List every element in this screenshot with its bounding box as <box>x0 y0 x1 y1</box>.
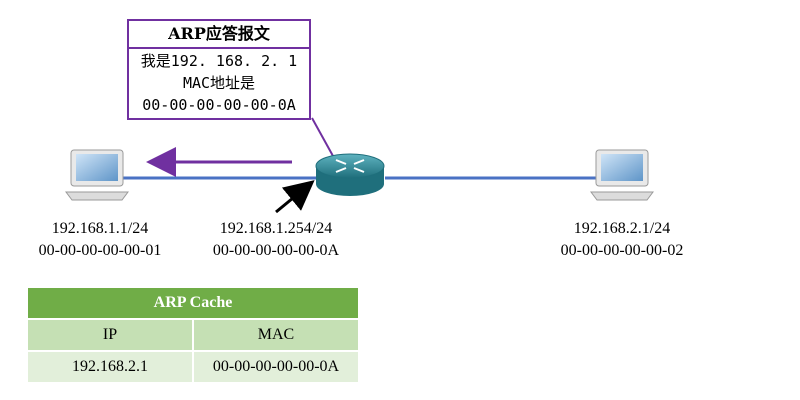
left-pc-icon <box>65 149 129 201</box>
arp-cache-cell-mac: 00-00-00-00-00-0A <box>193 351 358 382</box>
router-ip: 192.168.1.254/24 <box>219 220 333 237</box>
arp-reply-callout: ARP应答报文 我是192. 168. 2. 1 MAC地址是 00-00-00… <box>127 19 311 120</box>
left-host-mac: 00-00-00-00-00-01 <box>38 242 162 259</box>
left-host-ip: 192.168.1.1/24 <box>51 220 149 237</box>
arp-cache-table: ARP Cache IP MAC 192.168.2.1 00-00-00-00… <box>28 288 358 382</box>
router-icon <box>315 153 385 196</box>
router-label: 192.168.1.254/24 00-00-00-00-00-0A <box>200 218 352 262</box>
callout-line-3: 00-00-00-00-00-0A <box>142 96 296 114</box>
callout-connector <box>311 117 334 157</box>
pointer-arrow-icon <box>275 180 315 214</box>
router-mac: 00-00-00-00-00-0A <box>212 242 340 259</box>
table-row: 192.168.2.1 00-00-00-00-00-0A <box>28 351 358 382</box>
arp-cache-title: ARP Cache <box>28 288 358 320</box>
callout-title: ARP应答报文 <box>129 21 309 49</box>
right-host-label: 192.168.2.1/24 00-00-00-00-00-02 <box>547 218 697 262</box>
left-host-label: 192.168.1.1/24 00-00-00-00-00-01 <box>25 218 175 262</box>
right-host-mac: 00-00-00-00-00-02 <box>560 242 684 259</box>
arp-cache-header-mac: MAC <box>193 319 358 352</box>
callout-line-2: MAC地址是 <box>182 74 256 92</box>
callout-line-1: 我是192. 168. 2. 1 <box>140 52 298 70</box>
right-host-ip: 192.168.2.1/24 <box>573 220 671 237</box>
arp-cache-header-ip: IP <box>28 319 194 352</box>
right-pc-icon <box>590 149 654 201</box>
arp-cache-cell-ip: 192.168.2.1 <box>28 351 194 382</box>
